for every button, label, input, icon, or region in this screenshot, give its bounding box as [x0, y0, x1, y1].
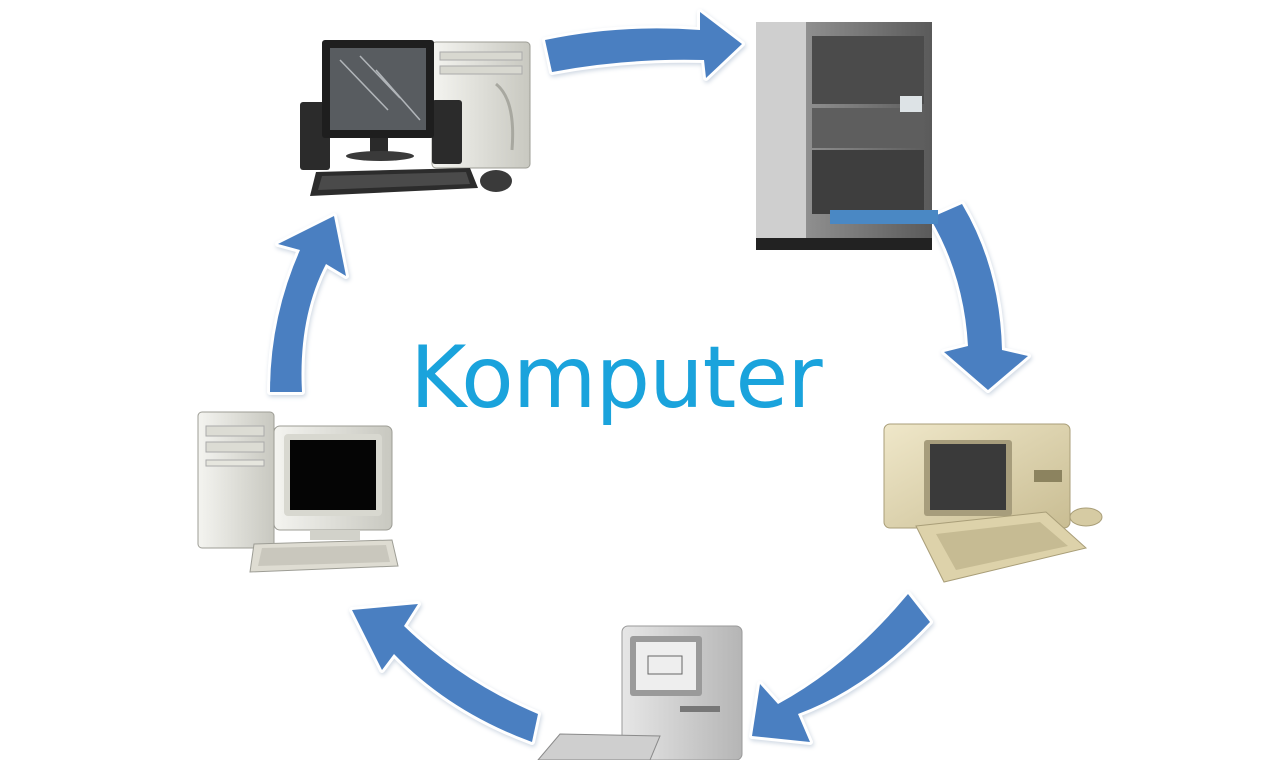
desktop-pc-with-speakers-icon	[300, 40, 531, 196]
arrow-workstation-to-compact	[749, 591, 933, 745]
arrow-mainframe-to-workstation	[927, 201, 1031, 393]
arrow-desktop-to-mainframe	[542, 9, 745, 81]
diagram-title: Komputer	[410, 328, 823, 428]
arrow-compact-to-tower	[349, 601, 541, 745]
arrow-tower-to-desktop	[267, 213, 349, 395]
mainframe-cabinet-icon	[756, 22, 938, 250]
tower-crt-pc-icon	[197, 411, 399, 573]
compact-all-in-one-icon	[537, 625, 743, 760]
beige-workstation-icon	[883, 423, 1103, 583]
